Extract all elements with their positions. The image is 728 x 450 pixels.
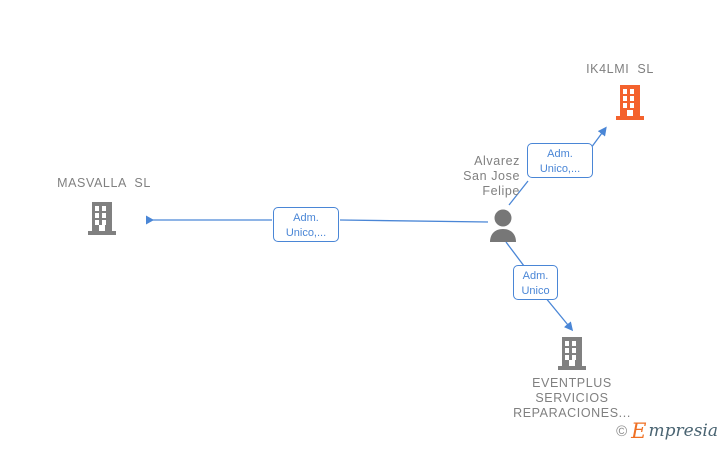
edge-person-to-eventplus bbox=[505, 241, 574, 332]
building-icon[interactable] bbox=[84, 200, 120, 238]
node-label-person: Alvarez San Jose Felipe bbox=[463, 154, 520, 198]
building-icon[interactable] bbox=[612, 82, 648, 122]
brand-initial: E bbox=[631, 419, 647, 443]
person-icon[interactable] bbox=[486, 208, 520, 244]
node-label-masvalla: MASVALLA SL bbox=[57, 176, 151, 190]
node-label-ik4lmi: IK4LMI SL bbox=[586, 62, 654, 76]
edge-label-person-to-eventplus[interactable]: Adm. Unico bbox=[513, 265, 558, 300]
edge-person-to-masvalla bbox=[146, 215, 489, 225]
edge-label-person-to-masvalla[interactable]: Adm. Unico,... bbox=[273, 207, 339, 242]
node-label-eventplus: EVENTPLUS SERVICIOS REPARACIONES... bbox=[513, 376, 631, 420]
brand-name: mpresia bbox=[648, 421, 719, 441]
edge-label-person-to-ik4lmi[interactable]: Adm. Unico,... bbox=[527, 143, 593, 178]
copyright-icon: © bbox=[616, 423, 628, 440]
empresia-watermark: © E mpresia bbox=[616, 421, 718, 442]
building-icon[interactable] bbox=[554, 335, 590, 373]
